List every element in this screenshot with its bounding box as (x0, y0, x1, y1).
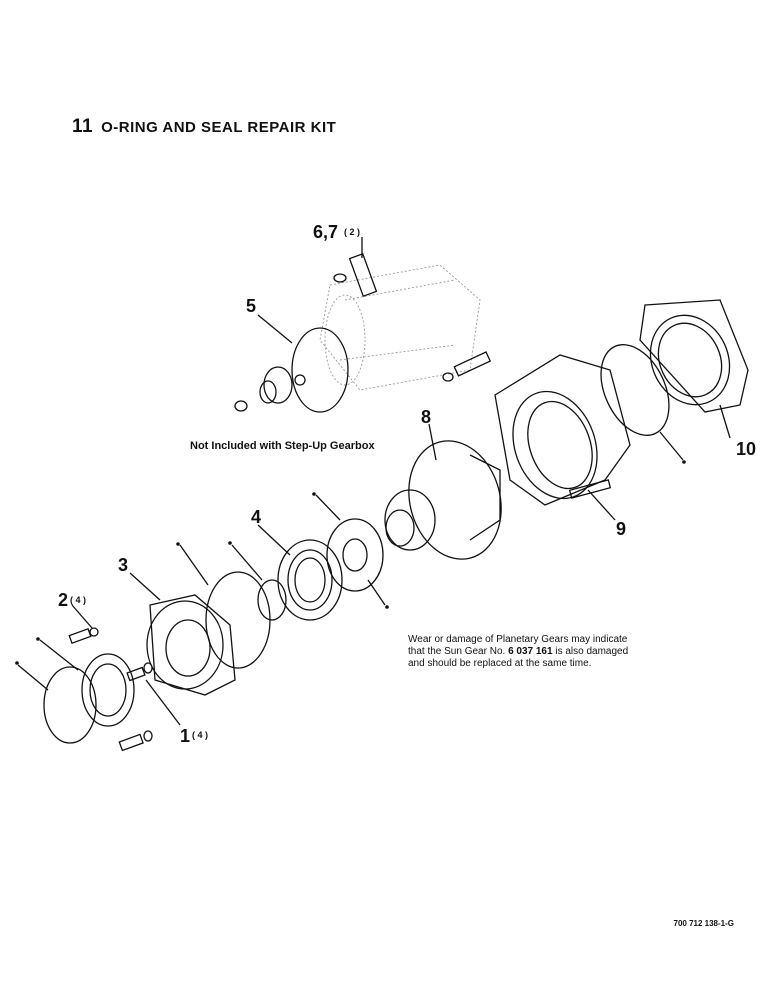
part-10-cover (639, 299, 749, 413)
ghost-gearbox-housing (319, 264, 481, 391)
part-5-disc (291, 327, 349, 413)
callout-6-7-qty: ( 2 ) (344, 227, 360, 237)
title-number: 11 (72, 116, 94, 137)
leader-lines (17, 237, 731, 726)
part-9-housing (494, 354, 631, 506)
callout-1-qty: ( 4 ) (192, 730, 208, 740)
title-text: O-RING AND SEAL REPAIR KIT (101, 119, 337, 136)
note-line-1: Wear or damage of Planetary Gears may in… (408, 634, 628, 645)
drawing-code: 700 712 138-1-G (673, 919, 735, 928)
note-line-2b: is also damaged (555, 646, 629, 657)
splined-shaft (234, 366, 293, 412)
callout-5: 5 (246, 296, 256, 316)
callout-1: 1 (180, 726, 190, 746)
sun-gear-part-number: 6 037 161 (508, 646, 553, 657)
part-3-cover (146, 594, 236, 696)
callout-6-7: 6,7 (313, 222, 338, 242)
callout-4: 4 (251, 507, 261, 527)
bolt-2 (68, 627, 99, 645)
planetary-gear-note: Wear or damage of Planetary Gears may in… (408, 634, 628, 670)
retaining-ring (43, 666, 97, 744)
page-title: 11 O-RING AND SEAL REPAIR KIT (72, 116, 336, 138)
callout-10: 10 (736, 439, 756, 459)
step-up-caption: Not Included with Step-Up Gearbox (190, 440, 375, 452)
part-8-planetary-carrier (384, 440, 502, 560)
seal (81, 653, 135, 727)
gasket (205, 571, 271, 669)
o-ring-10 (600, 344, 670, 436)
callout-8: 8 (421, 407, 431, 427)
seal-inner (89, 663, 127, 717)
part-4-bearing (277, 539, 343, 621)
callout-2-qty: ( 4 ) (70, 595, 86, 605)
bolt-6-7 (333, 252, 378, 298)
callout-3: 3 (118, 555, 128, 575)
note-line-2a: that the Sun Gear No. (408, 646, 506, 657)
note-line-3: and should be replaced at the same time. (408, 658, 592, 669)
kit-markers (15, 460, 686, 665)
callout-9: 9 (616, 519, 626, 539)
note-line-2: that the Sun Gear No. 6 037 161 is also … (408, 646, 628, 658)
callout-2: 2 (58, 590, 68, 610)
bolt-1 (126, 662, 153, 682)
bolt-lower (118, 730, 153, 752)
thrust-washer (326, 518, 384, 592)
bolt-right (442, 351, 492, 382)
snap-ring (257, 579, 287, 621)
